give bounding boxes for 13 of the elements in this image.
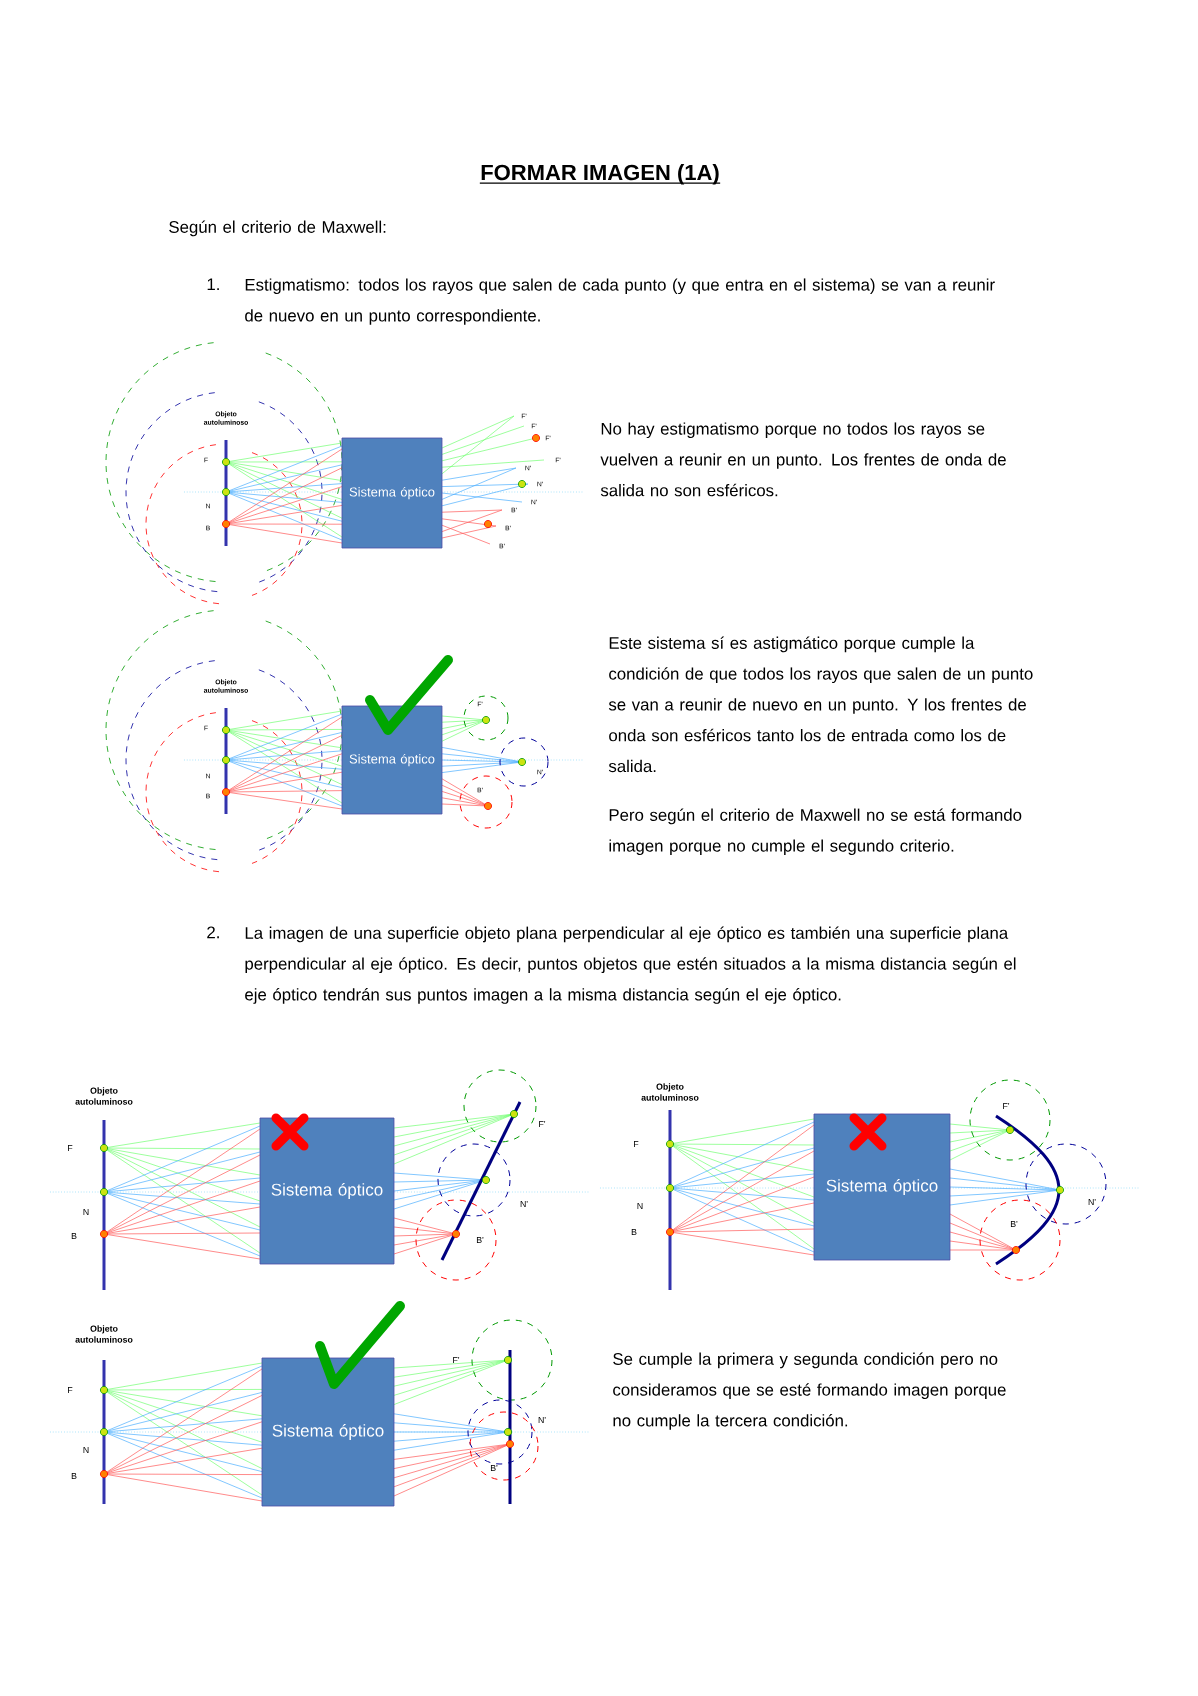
paragraph: Pero según el criterio de Maxwell no se está formando imagen porque no cumple el segundo criterio. [609, 808, 1022, 856]
paragraph: 2. [207, 926, 219, 939]
paragraph: La imagen de una superficie objeto plana perpendicular al eje óptico es también una superficie plana perpendicular al eje óptico. Es decir, puntos objetos que estén situados a la misma distancia según el eje óptico tendrán sus puntos imagen a la misma distancia según el eje óptico. [245, 926, 1016, 1004]
paragraph: Según el criterio de Maxwell: [169, 220, 386, 237]
system-box: Sistema óptico [261, 1357, 395, 1507]
system-box: Sistema óptico [259, 1117, 395, 1265]
paragraph: 1. [207, 278, 219, 290]
system-box: Sistema óptico [813, 1113, 951, 1261]
paragraph: Se cumple la primera y segunda condición pero no consideramos que se esté formando imagen porque no cumple la tercera condición. [613, 1352, 1006, 1430]
paragraph: No hay estigmatismo porque no todos los rayos se vuelven a reunir en un punto. Los frentes de onda de salida no son esféricos. [600, 422, 1006, 497]
paragraph: Este sistema sí es astigmático porque cumple la condición de que todos los rayos que salen de un punto se van a reunir de nuevo en un punto. Y los frentes de onda son esféricos tanto los de entrada como los de salida. [608, 636, 1033, 773]
paragraph: Estigmatismo: todos los rayos que salen de cada punto (y que entra en el sistema) se van a reunir de nuevo en un punto correspondiente. [245, 278, 995, 325]
title: FORMAR IMAGEN (1A) [481, 164, 719, 185]
